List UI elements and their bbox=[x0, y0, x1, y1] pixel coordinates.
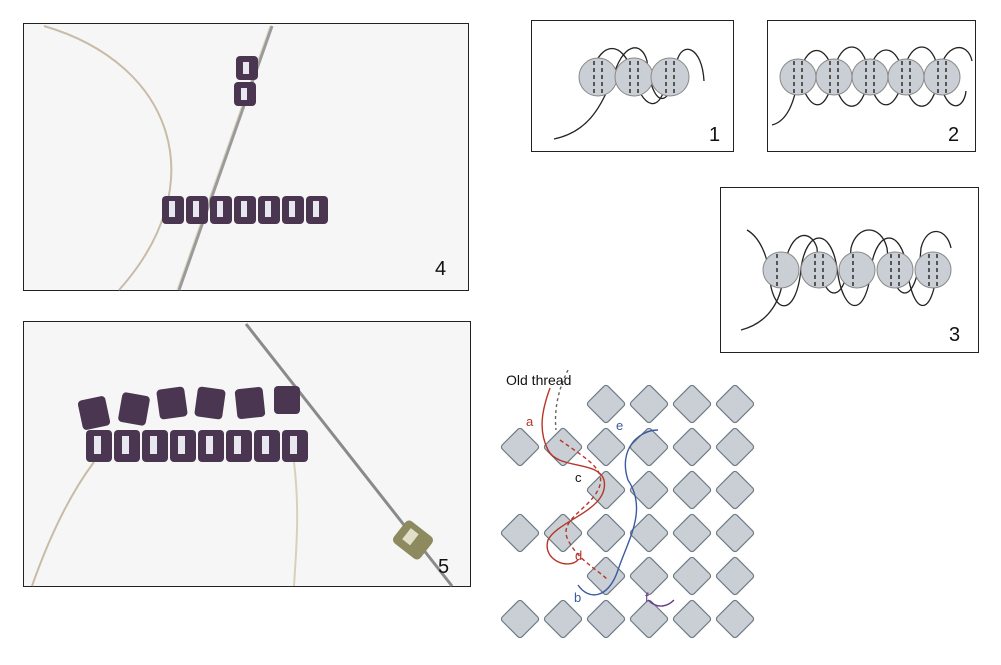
grid-bead bbox=[586, 427, 626, 467]
bead-row bbox=[762, 251, 952, 289]
thread-path bbox=[541, 387, 605, 565]
step-number-4: 4 bbox=[435, 258, 447, 280]
photo-step-4: 4 bbox=[23, 23, 469, 291]
bead-row bbox=[779, 58, 961, 96]
diagram-step-1: 1 bbox=[531, 20, 734, 152]
thread-path bbox=[554, 369, 569, 431]
grid-bead bbox=[629, 599, 669, 639]
grid-bead bbox=[672, 384, 712, 424]
point-label-f: f bbox=[645, 590, 649, 605]
step-number-5: 5 bbox=[438, 556, 450, 578]
grid-bead bbox=[629, 384, 669, 424]
grid-bead bbox=[629, 427, 669, 467]
grid-bead bbox=[500, 513, 540, 553]
grid-bead bbox=[672, 556, 712, 596]
old-thread-label: Old thread bbox=[506, 372, 572, 388]
photo-step-4-illustration bbox=[43, 25, 328, 291]
grid-bead bbox=[715, 513, 755, 553]
step-number-2: 2 bbox=[948, 124, 960, 146]
photo-step-5-illustration bbox=[31, 323, 454, 587]
thread-path bbox=[577, 429, 659, 596]
grid-bead bbox=[629, 556, 669, 596]
step-number-1: 1 bbox=[709, 124, 721, 146]
grid-bead bbox=[715, 427, 755, 467]
grid-bead bbox=[715, 556, 755, 596]
grid-bead bbox=[629, 470, 669, 510]
grid-bead bbox=[715, 384, 755, 424]
photo-step-5: 5 bbox=[23, 321, 471, 587]
grid-bead bbox=[586, 470, 626, 510]
bead-on-needle bbox=[234, 56, 258, 106]
bead-grid bbox=[500, 369, 755, 639]
grid-bead bbox=[672, 599, 712, 639]
point-label-b: b bbox=[574, 590, 582, 605]
diagram-step-1-illustration bbox=[553, 47, 705, 140]
grid-bead bbox=[586, 513, 626, 553]
point-label-d: d bbox=[575, 548, 583, 563]
point-label-c: c bbox=[575, 470, 582, 485]
point-label-e: e bbox=[616, 418, 624, 433]
diagram-step-3-illustration bbox=[740, 229, 952, 331]
grid-bead bbox=[672, 470, 712, 510]
grid-bead bbox=[672, 427, 712, 467]
point-label-a: a bbox=[526, 414, 534, 429]
grid-bead bbox=[672, 513, 712, 553]
grid-bead bbox=[586, 384, 626, 424]
grid-bead bbox=[500, 427, 540, 467]
grid-bead bbox=[715, 470, 755, 510]
thread-path bbox=[559, 439, 609, 581]
gold-bead bbox=[393, 520, 433, 560]
diagram-step-2-illustration bbox=[771, 46, 973, 126]
peyote-grid-diagram: Old thread a b c d e f bbox=[498, 369, 768, 660]
grid-bead bbox=[586, 556, 626, 596]
diagram-step-3: 3 bbox=[720, 187, 979, 353]
thread-path bbox=[647, 599, 675, 607]
bead-row bbox=[162, 196, 328, 224]
bead-bottom-row bbox=[86, 430, 308, 462]
grid-bead bbox=[543, 599, 583, 639]
bead-top-row bbox=[77, 386, 300, 430]
step-number-3: 3 bbox=[949, 324, 961, 346]
grid-bead bbox=[500, 599, 540, 639]
grid-bead bbox=[715, 599, 755, 639]
diagram-step-2: 2 bbox=[767, 20, 976, 152]
grid-bead bbox=[586, 599, 626, 639]
grid-bead bbox=[629, 513, 669, 553]
bead-row bbox=[578, 57, 690, 97]
grid-bead bbox=[543, 513, 583, 553]
